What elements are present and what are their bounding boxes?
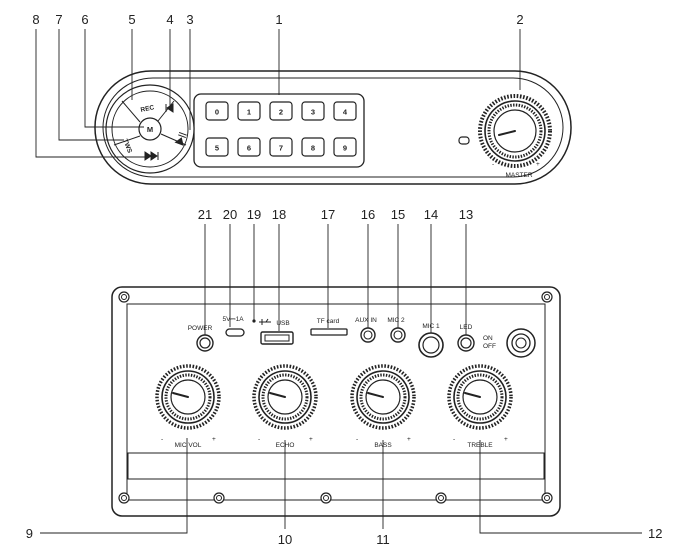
screw-tl	[118, 291, 130, 303]
callout-13: 13	[459, 207, 473, 222]
keypad-key-6[interactable]: 6	[237, 137, 261, 157]
knob-minus: -	[161, 436, 163, 443]
keypad-key-4[interactable]: 4	[333, 101, 357, 121]
keypad-key-label: 1	[247, 108, 251, 117]
next-track-icon[interactable]	[144, 151, 159, 161]
master-knob[interactable]	[478, 94, 552, 168]
knob-plus: +	[309, 436, 313, 443]
callout-21: 21	[198, 207, 212, 222]
callout-10: 10	[278, 532, 292, 547]
control-buttons: M REC TWS	[105, 84, 195, 174]
keypad-key-label: 7	[279, 144, 283, 153]
keypad-key-label: 0	[215, 108, 219, 117]
usb-label: USB	[276, 320, 289, 327]
master-minus: -	[492, 161, 494, 168]
callout-leaders	[35, 29, 642, 534]
rear-panel: POWER 5V⎓1A USB TF card AUX IN MIC 2 MIC…	[111, 286, 561, 517]
knob-label-mic-vol: MIC VOL	[175, 442, 202, 449]
top-indicator-light	[458, 136, 470, 145]
knob-plus: +	[504, 436, 508, 443]
callout-15: 15	[391, 207, 405, 222]
aux-label: AUX IN	[355, 317, 377, 324]
screw-b4	[435, 492, 447, 504]
callout-2: 2	[516, 12, 523, 27]
tws-button[interactable]	[118, 126, 128, 146]
callout-18: 18	[272, 207, 286, 222]
keypad-key-9[interactable]: 9	[333, 137, 357, 157]
knob-minus: -	[258, 436, 260, 443]
keypad-key-label: 2	[279, 108, 283, 117]
mode-button[interactable]	[138, 117, 162, 141]
knob-plus: +	[407, 436, 411, 443]
callout-6: 6	[81, 12, 88, 27]
keypad-key-label: 4	[343, 108, 348, 117]
rec-button-label: REC	[140, 104, 155, 114]
screw-br	[541, 492, 553, 504]
led-on-label: ON	[483, 335, 493, 342]
led-off-label: OFF	[483, 343, 496, 350]
keypad-key-2[interactable]: 2	[269, 101, 293, 121]
screw-b2	[213, 492, 225, 504]
callout-19: 19	[247, 207, 261, 222]
callout-11: 11	[376, 532, 390, 547]
play-pause-icon[interactable]	[174, 131, 187, 146]
knob-minus: -	[356, 436, 358, 443]
callout-14: 14	[424, 207, 438, 222]
callout-20: 20	[223, 207, 237, 222]
dc-input-port[interactable]	[225, 328, 245, 337]
usb-icon	[259, 318, 271, 325]
charge-indicator	[252, 319, 256, 323]
callout-9: 9	[26, 526, 33, 541]
keypad-key-8[interactable]: 8	[301, 137, 325, 157]
master-label: MASTER	[505, 172, 532, 179]
callout-7: 7	[55, 12, 62, 27]
top-panel: 0 1 2 3 4 5 6 7 8 9 M REC TWS	[94, 70, 572, 185]
tf-card-slot[interactable]	[310, 328, 348, 336]
callout-16: 16	[361, 207, 375, 222]
keypad: 0 1 2 3 4 5 6 7 8 9	[205, 101, 357, 157]
mode-button-label: M	[147, 125, 153, 134]
keypad-key-label: 8	[311, 144, 315, 153]
callout-4: 4	[166, 12, 173, 27]
callout-17: 17	[321, 207, 335, 222]
keypad-key-0[interactable]: 0	[205, 101, 229, 121]
mic2-label: MIC 2	[387, 317, 405, 324]
screw-tr	[541, 291, 553, 303]
callout-3: 3	[186, 12, 193, 27]
master-plus: +	[536, 161, 540, 168]
power-label: POWER	[188, 325, 213, 332]
keypad-key-7[interactable]: 7	[269, 137, 293, 157]
rear-vent-slot	[127, 452, 545, 480]
callout-5: 5	[128, 12, 135, 27]
keypad-key-3[interactable]: 3	[301, 101, 325, 121]
keypad-key-label: 3	[311, 108, 315, 117]
knob-plus: +	[212, 436, 216, 443]
rec-button[interactable]	[130, 103, 154, 115]
screw-b3	[320, 492, 332, 504]
keypad-key-label: 6	[247, 144, 251, 153]
knob-minus: -	[453, 436, 455, 443]
callout-1: 1	[275, 12, 282, 27]
keypad-key-5[interactable]: 5	[205, 137, 229, 157]
keypad-key-label: 9	[343, 144, 347, 153]
callout-8: 8	[32, 12, 39, 27]
keypad-key-label: 5	[215, 144, 219, 153]
dc-label: 5V⎓1A	[222, 316, 244, 323]
screw-bl	[118, 492, 130, 504]
keypad-key-1[interactable]: 1	[237, 101, 261, 121]
callout-12: 12	[648, 526, 662, 541]
